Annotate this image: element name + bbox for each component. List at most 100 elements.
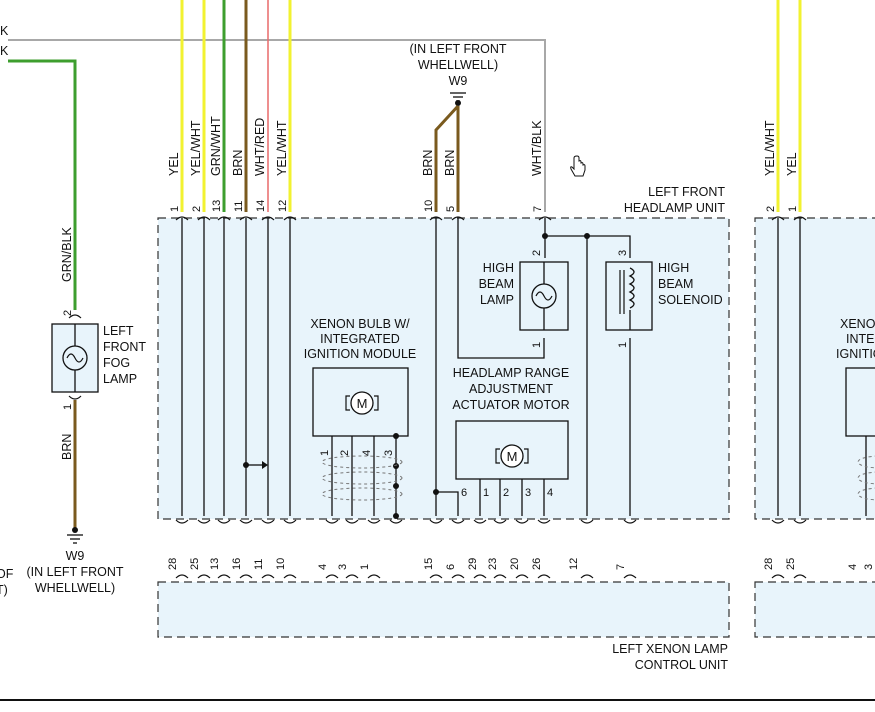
top-connectors [175, 216, 807, 221]
xenon-motor-symbol: M [357, 396, 368, 411]
pin-label: 1 [169, 206, 181, 212]
pin-label: 2 [191, 206, 203, 212]
wire-label-9: WHT/BLK [530, 120, 544, 176]
control-pin: 15 [423, 558, 435, 570]
actuator-label-3: ACTUATOR MOTOR [452, 398, 569, 412]
control-pin: 3 [863, 564, 875, 570]
control-pin: 13 [209, 558, 221, 570]
wire-label-r1: YEL/WHT [763, 120, 777, 176]
right-xenon-label-3: IGNITIO [836, 347, 875, 361]
wire-label-fog-bottom: BRN [60, 434, 74, 460]
wire-labels: YEL YEL/WHT GRN/WHT BRN WHT/RED YEL/WHT … [60, 116, 799, 460]
xenon-pin: 3 [383, 450, 395, 456]
edge-label-left1: OF [0, 567, 14, 581]
control-pins: 28 25 13 16 11 10 4 3 1 15 6 29 23 20 26… [167, 558, 875, 570]
wire-label-8: BRN [443, 150, 457, 176]
headlamp-unit-label-line1: LEFT FRONT [648, 185, 725, 199]
xenon-label-1: XENON BULB W/ [310, 317, 410, 331]
control-pin: 29 [467, 558, 479, 570]
xenon-label-3: IGNITION MODULE [304, 347, 417, 361]
wire-label-1: YEL [167, 152, 181, 176]
pin-label: 2 [765, 206, 777, 212]
right-xenon-label-1: XENO [840, 317, 875, 331]
control-pin: 12 [568, 558, 580, 570]
ground-left-line1: (IN LEFT FRONT [27, 565, 124, 579]
gray-wire [8, 39, 546, 212]
wire-brn-ground-a [434, 104, 460, 212]
control-pin: 11 [253, 559, 265, 570]
xenon-motor-icon [350, 391, 374, 415]
fog-label-1: LEFT [103, 324, 134, 338]
hb-sol-pin-top: 3 [617, 250, 629, 256]
control-pin: 28 [167, 558, 179, 570]
fog-pin-bottom: 1 [62, 404, 74, 410]
control-pin: 20 [509, 558, 521, 570]
hb-sol-pin-bottom: 1 [617, 342, 629, 348]
actuator-motor-icon [500, 444, 524, 468]
control-pin: 3 [337, 564, 349, 570]
ground-left-symbol [67, 534, 83, 544]
pin-label: 11 [233, 201, 245, 212]
actuator-label-1: HEADLAMP RANGE [453, 366, 569, 380]
actuator-pin: 2 [503, 487, 509, 499]
control-pin: 28 [763, 558, 775, 570]
fog-label-2: FRONT [103, 340, 146, 354]
pin-label: 1 [787, 206, 799, 212]
headlamp-unit-label-line2: HEADLAMP UNIT [624, 201, 726, 215]
pin-label: 7 [532, 206, 544, 212]
xenon-pin: 2 [339, 450, 351, 456]
wire-label-fog-top: GRN/BLK [60, 226, 74, 282]
edge-label-top2: K [0, 44, 9, 58]
pin-label: 13 [211, 200, 223, 212]
xenon-pin: 4 [361, 450, 373, 456]
hb-lamp-label-3: LAMP [480, 293, 514, 307]
ground-top-title-line1: (IN LEFT FRONT [410, 42, 507, 56]
bottom-connectors [175, 519, 807, 579]
headlamp-pins: 1 2 13 11 14 12 10 5 7 2 1 [169, 200, 799, 212]
edge-label-left2: T) [0, 583, 8, 597]
control-pin: 1 [359, 564, 371, 570]
control-pin: 7 [615, 564, 627, 570]
hb-lamp-label-2: BEAM [479, 277, 514, 291]
control-pin: 25 [785, 558, 797, 570]
actuator-motor-symbol: M [507, 449, 518, 464]
high-beam-solenoid-box [605, 261, 653, 331]
edge-label-top1: K [0, 24, 9, 38]
ground-left-id: W9 [66, 549, 85, 563]
wire-label-6: YEL/WHT [275, 120, 289, 176]
fog-label-3: FOG [103, 356, 130, 370]
pin-label: 14 [255, 200, 267, 212]
pin-label: 12 [277, 200, 289, 212]
pin-label: 5 [445, 206, 457, 212]
actuator-pin: 1 [483, 487, 489, 499]
right-xenon-box [845, 367, 875, 437]
ground-top-symbol [450, 92, 466, 102]
control-pin: 4 [847, 564, 859, 570]
hb-lamp-pin-bottom: 1 [531, 342, 543, 348]
wire-label-2: YEL/WHT [189, 120, 203, 176]
control-pin: 25 [189, 558, 201, 570]
control-pin: 26 [531, 558, 543, 570]
fog-label-4: LAMP [103, 372, 137, 386]
pin-label: 10 [423, 200, 435, 212]
hb-lamp-label-1: HIGH [483, 261, 514, 275]
hb-lamp-pin-top: 2 [531, 250, 543, 256]
control-unit-box [157, 581, 730, 638]
wire-label-7: BRN [421, 150, 435, 176]
wire-label-4: BRN [231, 150, 245, 176]
wire-label-3: GRN/WHT [209, 116, 223, 176]
green-wire [8, 59, 77, 310]
fog-pin-top: 2 [62, 310, 74, 316]
actuator-label-2: ADJUSTMENT [469, 382, 553, 396]
hb-sol-label-3: SOLENOID [658, 293, 723, 307]
actuator-pin: 3 [525, 487, 531, 499]
control-unit-label-2: CONTROL UNIT [635, 658, 729, 672]
ground-top-title-line2: WHELLWELL) [418, 58, 498, 72]
ground-left-line2: WHELLWELL) [35, 581, 115, 595]
hb-sol-label-2: BEAM [658, 277, 693, 291]
control-pin: 6 [445, 564, 457, 570]
wire-label-r2: YEL [785, 152, 799, 176]
control-unit-label-1: LEFT XENON LAMP [612, 642, 728, 656]
control-pin: 16 [231, 558, 243, 570]
